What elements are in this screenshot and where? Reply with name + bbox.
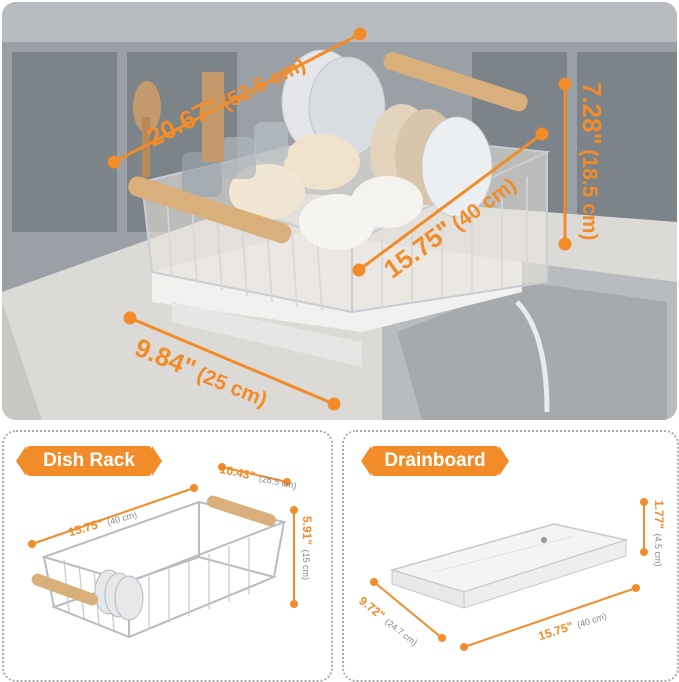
dish-rack-panel: Dish Rack [2, 430, 333, 682]
board-height-cm: (4.5 cm) [653, 533, 663, 567]
dish-rack-scene [2, 2, 677, 420]
overall-height-dimension: 7.28" (18.5 cm) [576, 82, 607, 240]
rack-height-dimension: 5.91" (15 cm) [298, 516, 316, 580]
drainboard-panel: Drainboard 1.77" (4.5 cm) 9.72" (24.7 cm… [342, 430, 679, 682]
rack-height-cm: (15 cm) [301, 549, 311, 581]
drainboard-drawing [370, 498, 648, 651]
board-height-dimension: 1.77" (4.5 cm) [650, 500, 668, 567]
rack-height-inches: 5.91" [300, 516, 314, 546]
overall-height-inches: 7.28" [577, 82, 607, 145]
product-photo: 20.67" (52.5 cm) 7.28" (18.5 cm) 15.75" … [2, 2, 677, 420]
board-height-inches: 1.77" [652, 500, 666, 530]
dish-rack-drawing [28, 463, 298, 639]
dish-rack-title: Dish Rack [16, 446, 162, 476]
overall-height-cm: (18.5 cm) [578, 149, 601, 241]
drainboard-title: Drainboard [361, 446, 509, 476]
